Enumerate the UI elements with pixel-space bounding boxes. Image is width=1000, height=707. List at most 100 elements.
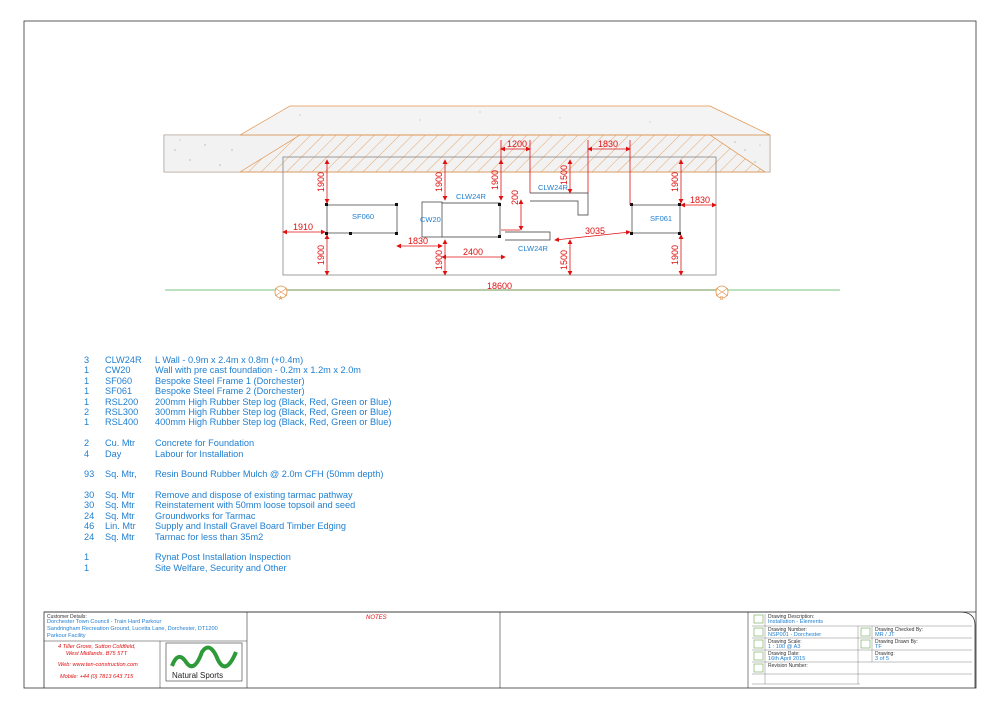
bom-description: Reinstatement with 50mm loose topsoil an… (155, 500, 356, 511)
bom-qty: 1 (84, 552, 90, 563)
grid-marker-b (715, 285, 729, 299)
checked-by-value: MR / JT (875, 632, 895, 638)
bom-qty: 2 (84, 438, 90, 449)
dim-18600: 18600 (487, 281, 512, 291)
bom-code: Lin. Mtr (105, 521, 136, 532)
clw24r-wall-c (505, 231, 551, 241)
grid-label-b: B (720, 296, 724, 302)
label-clw24r-c: CLW24R (518, 244, 548, 253)
bom-code: Sq. Mtr, (105, 469, 137, 480)
customer-line-2: Sandringham Recreation Ground, Lucetta L… (47, 626, 218, 632)
logo-text: Natural Sports (172, 671, 224, 680)
clw24r-wall-b (530, 192, 589, 216)
dim-1900-g: 1900 (670, 245, 680, 265)
dim-3035: 3035 (585, 226, 605, 236)
bom-qty: 93 (84, 469, 95, 480)
drawing-number-label: Drawing Number: (768, 627, 807, 633)
bom-description: Site Welfare, Security and Other (155, 562, 287, 573)
dim-1900-f: 1900 (670, 172, 680, 192)
bom-code: Day (105, 448, 122, 459)
sf061-frame (631, 204, 681, 234)
bom-description: Wall with pre cast foundation - 0.2m x 1… (155, 365, 361, 376)
bom-code: Sq. Mtr (105, 490, 135, 501)
bom-qty: 30 (84, 490, 95, 501)
bom-code: RSL400 (105, 417, 139, 428)
dim-1500-bot: 1500 (559, 250, 569, 270)
natural-sports-logo (165, 642, 243, 682)
bom-code: Sq. Mtr (105, 510, 135, 521)
bom-description: Rynat Post Installation Inspection (155, 552, 291, 563)
drawing-description-label: Drawing Description: (768, 614, 815, 620)
bom-qty: 24 (84, 510, 95, 521)
sf060-frame (326, 204, 398, 234)
bom-description: Bespoke Steel Frame 1 (Dorchester) (155, 375, 305, 386)
bom-qty: 1 (84, 396, 90, 407)
cw20-wall (421, 201, 443, 238)
bom-description: L Wall - 0.9m x 2.4m x 0.8m (+0.4m) (155, 355, 304, 365)
sheet-value: 3 of 5 (875, 656, 889, 662)
bom-description: Supply and Install Gravel Board Timber E… (155, 521, 346, 532)
bom-description: Resin Bound Rubber Mulch @ 2.0m CFH (50m… (155, 469, 384, 480)
bom-code: SF061 (105, 386, 133, 397)
notes-label: NOTES (366, 615, 387, 621)
bom-code: Sq. Mtr (105, 500, 135, 511)
bom-qty: 1 (84, 386, 90, 397)
customer-line-3: Parkour Facility (47, 633, 86, 639)
grid-marker-a (274, 285, 288, 299)
dim-1830-top: 1830 (598, 139, 618, 149)
dim-1900-a: 1900 (316, 172, 326, 192)
dim-1200: 1200 (507, 139, 527, 149)
dim-2400: 2400 (463, 247, 483, 257)
bom-description: Groundworks for Tarmac (155, 510, 256, 521)
mobile-number: Mobile: +44 (0) 7813 643 715 (60, 674, 134, 680)
bom-qty: 1 (84, 417, 90, 428)
address-line-2: West Midlands. B75 5TT (66, 651, 128, 657)
dim-1900-b: 1900 (316, 245, 326, 265)
bom-qty: 46 (84, 521, 95, 532)
revision-label: Revision Number: (768, 663, 808, 669)
bom-code: Cu. Mtr (105, 438, 136, 449)
label-clw24r-a: CLW24R (456, 192, 486, 201)
bom-qty: 24 (84, 531, 95, 542)
grid-label-a: A (279, 296, 283, 302)
bom-description: 300mm High Rubber Step log (Black, Red, … (155, 406, 392, 417)
clw24r-wall-a (442, 202, 501, 238)
checked-by-label: Drawing Checked By: (875, 627, 924, 633)
dim-1830-right: 1830 (690, 195, 710, 205)
dim-1900-d: 1900 (434, 250, 444, 270)
drawn-by-label: Drawing Drawn By: (875, 639, 918, 645)
bom-description: Labour for Installation (155, 448, 244, 459)
bom-qty: 1 (84, 562, 90, 573)
bom-qty: 30 (84, 500, 95, 511)
drawing-scale-label: Drawing Scale: (768, 639, 802, 645)
label-clw24r-b: CLW24R (538, 183, 568, 192)
dim-1500-top: 1500 (559, 165, 569, 185)
bom-qty: 1 (84, 375, 90, 386)
bom-qty: 1 (84, 365, 90, 376)
dim-1900-e: 1900 (490, 170, 500, 190)
drawing-date-value: 16th April 2015 (768, 656, 806, 662)
address-line-1: 4 Tiller Grove, Sutton Coldfield, (58, 644, 136, 650)
bom-description: Tarmac for less than 35m2 (155, 531, 264, 542)
concrete-speckle (174, 111, 761, 166)
label-sf060: SF060 (352, 212, 374, 221)
drawn-by-value: TF (875, 644, 882, 650)
drawing-description-value: Installation - Elements (768, 619, 824, 625)
label-sf061: SF061 (650, 214, 672, 223)
bom-code: RSL300 (105, 406, 139, 417)
bom-qty: 3 (84, 355, 90, 365)
customer-label: Customer Details: (47, 614, 87, 620)
bom-qty: 2 (84, 406, 90, 417)
dim-1910: 1910 (293, 222, 313, 232)
plan-outline (282, 156, 717, 276)
dim-1830-mid: 1830 (408, 236, 428, 246)
hatched-area (238, 134, 767, 173)
web-link[interactable]: Web: www.ten-construction.com (58, 662, 138, 668)
drawing-date-label: Drawing Date: (768, 651, 800, 657)
label-cw20: CW20 (420, 215, 441, 224)
bom-description: Remove and dispose of existing tarmac pa… (155, 490, 353, 501)
bom-code: SF060 (105, 375, 133, 386)
drawing-number-value: NSP001 - Dorchester (768, 632, 822, 638)
dim-1900-c: 1900 (434, 172, 444, 192)
